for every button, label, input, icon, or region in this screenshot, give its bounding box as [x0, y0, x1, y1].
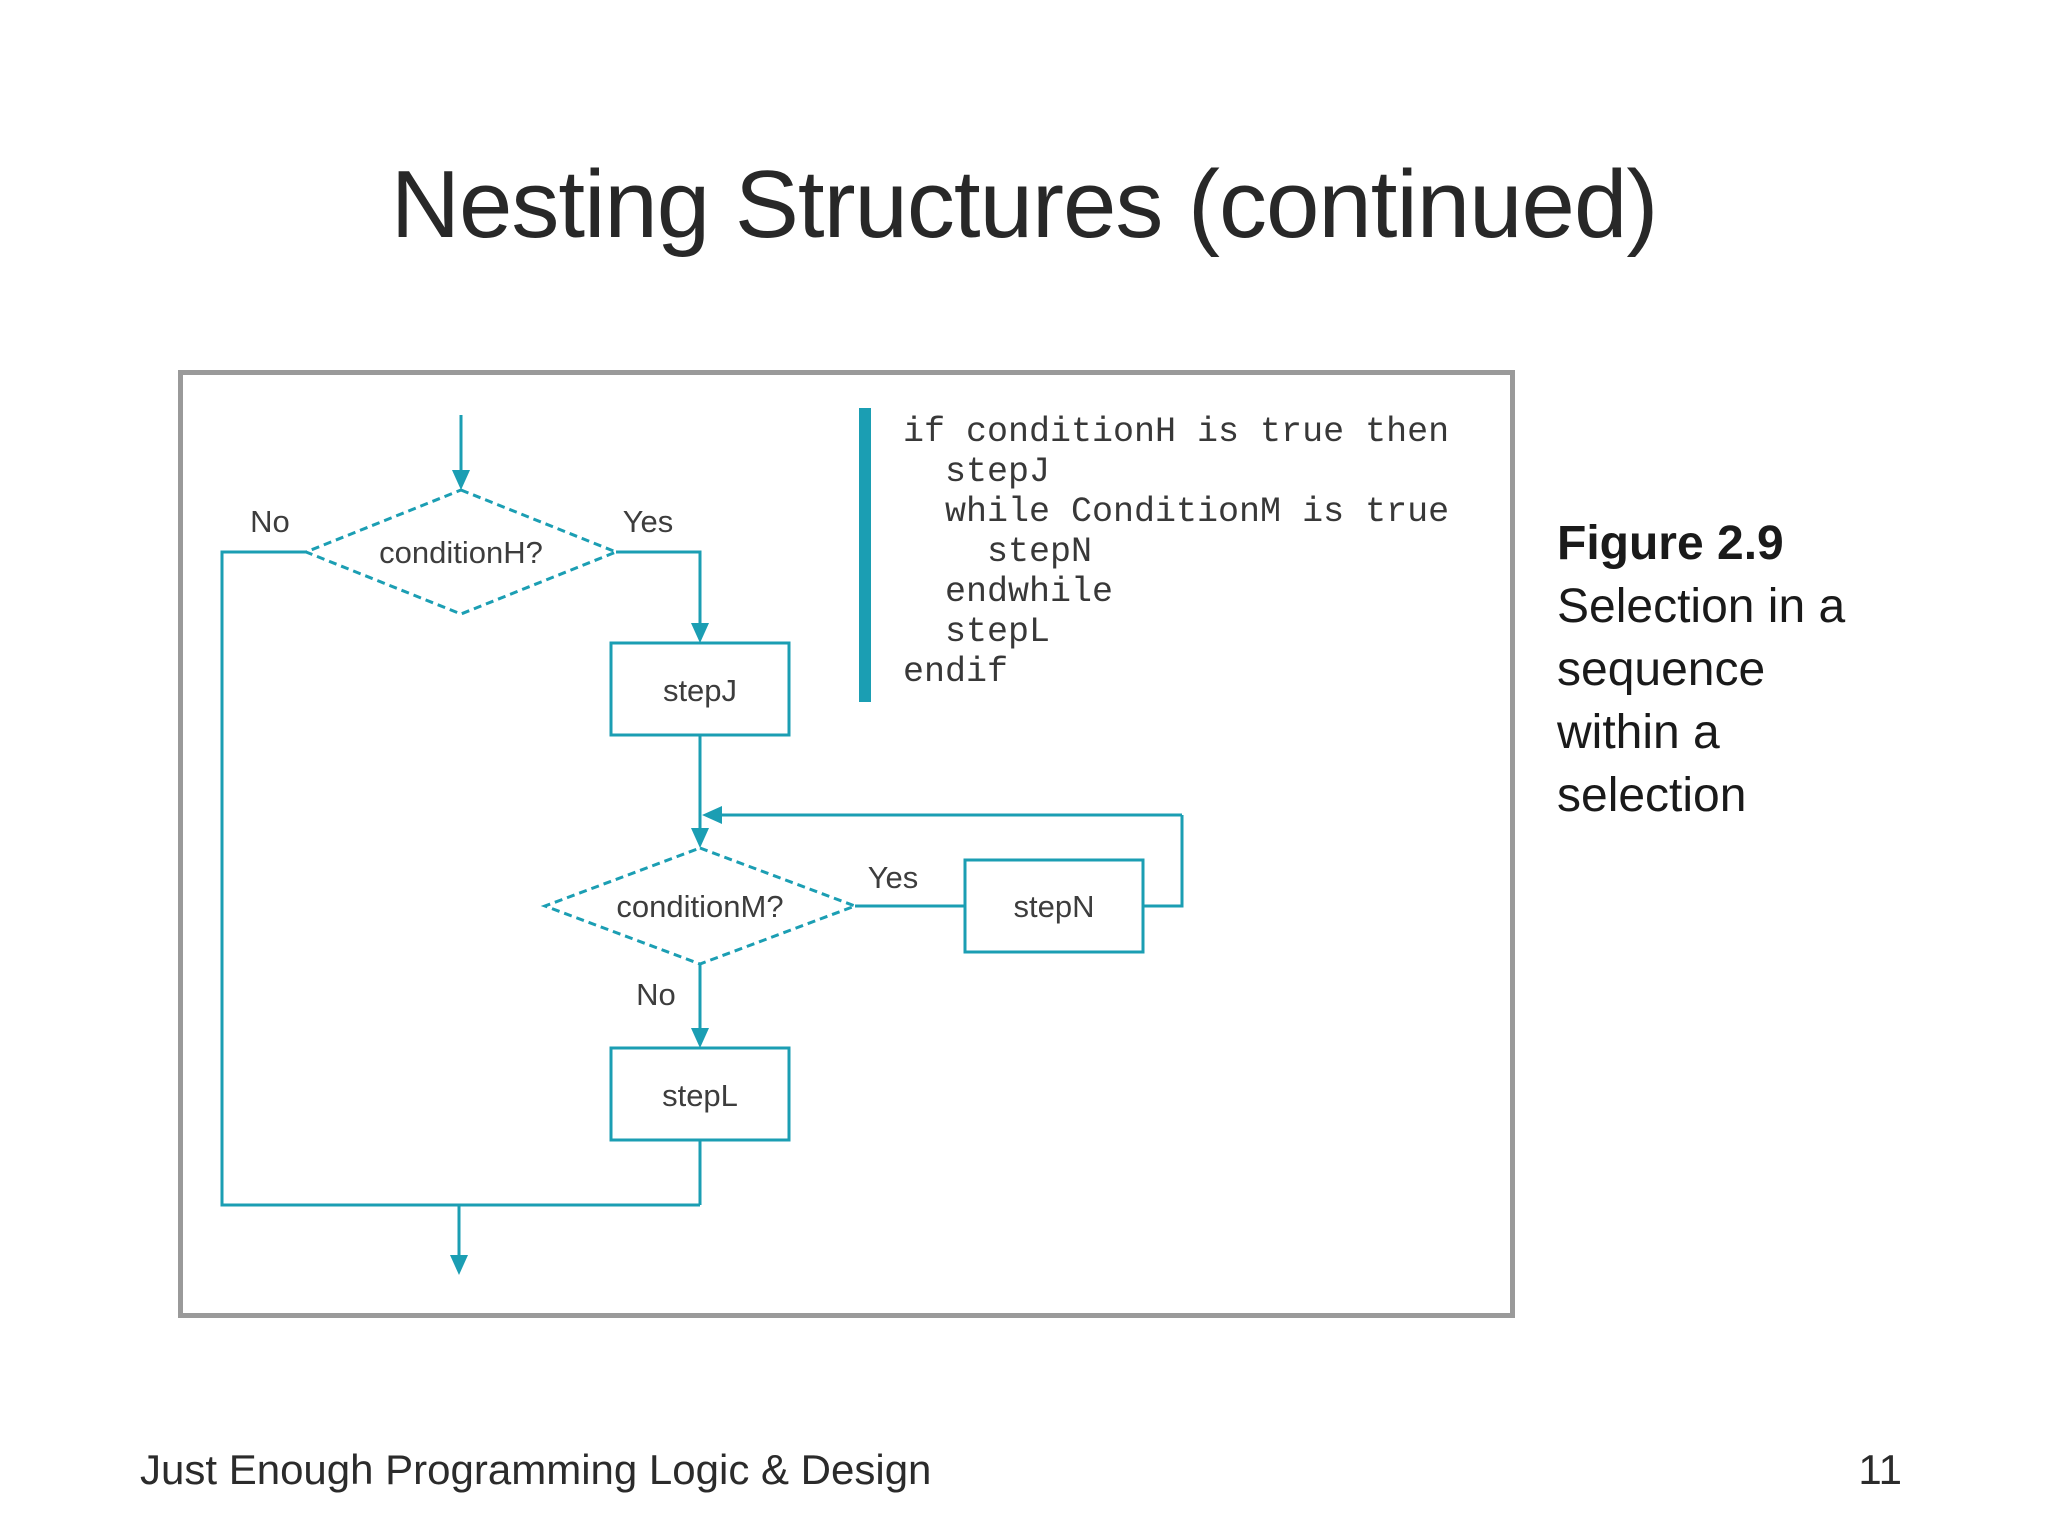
conditionh-diamond: [301, 488, 621, 616]
exit-arrowhead-icon: [450, 1255, 468, 1275]
stepn-label: stepN: [1014, 889, 1095, 924]
stepj-label: stepJ: [663, 673, 737, 708]
entry-arrowhead-icon: [452, 470, 470, 490]
no-rail-flowline: [220, 550, 700, 1207]
footer-course-title: Just Enough Programming Logic & Design: [140, 1446, 932, 1493]
page-number: 11: [1858, 1446, 1902, 1493]
conditionm-yes-label: Yes: [868, 860, 919, 895]
conditionm-arrowhead-icon: [691, 828, 709, 848]
stepl-label: stepL: [662, 1078, 738, 1113]
stepn-return-flowline: [1143, 815, 1184, 908]
stepl-arrowhead-icon: [691, 1028, 709, 1048]
figure-caption-description: Selection in a sequence within a selecti…: [1557, 580, 1846, 822]
flowchart-arrowheads: [450, 470, 722, 1275]
figure-caption-label: Figure 2.9: [1557, 517, 1784, 570]
stepj-arrowhead-icon: [691, 623, 709, 643]
loopback-arrowhead-icon: [702, 806, 722, 824]
yes-flowline: [616, 550, 702, 626]
pseudocode-listing: if conditionH is true then stepJ while C…: [859, 408, 1449, 702]
page-title: Nesting Structures (continued): [390, 151, 1659, 258]
figure-border: [178, 370, 1515, 1318]
conditionh-label: conditionH?: [379, 535, 543, 570]
conditionh-yes-label: Yes: [623, 504, 674, 539]
conditionm-diamond: [540, 846, 860, 966]
conditionm-label: conditionM?: [616, 889, 783, 924]
stepn-box: [963, 858, 1145, 954]
conditionh-no-label: No: [250, 504, 290, 539]
figure-caption: Figure 2.9 Selection in a sequence withi…: [1557, 512, 1977, 827]
conditionm-no-label: No: [636, 977, 676, 1012]
